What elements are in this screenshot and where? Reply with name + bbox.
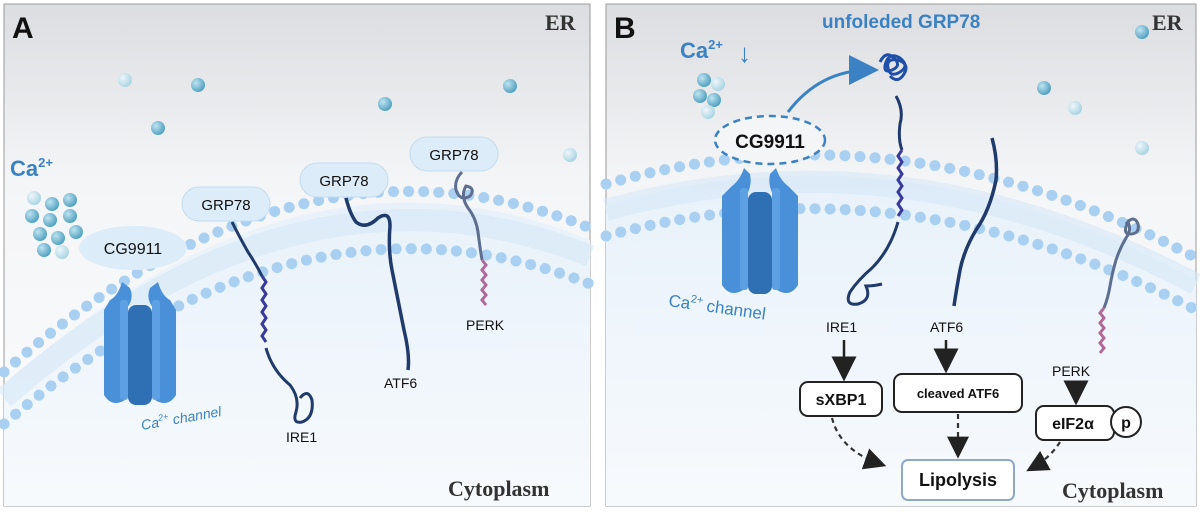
ca-ion-cluster-small — [693, 73, 725, 119]
eif2a-to-lipolysis-arrow — [1026, 441, 1061, 472]
grp78-bubble-atf6 — [299, 162, 389, 198]
panel-a: A ER Cytoplasm Ca2+ CG9911 — [0, 3, 596, 507]
ca-ion — [1068, 101, 1082, 115]
ire1-protein-b — [846, 221, 900, 306]
perk-label-b: PERK — [1052, 363, 1091, 379]
sxbp1-label: sXBP1 — [816, 392, 867, 409]
panel-a-membrane-inner — [0, 243, 596, 430]
cg9911-label: CG9911 — [104, 241, 163, 258]
panel-a-ca-label: Ca2+ — [10, 155, 53, 181]
phospho-circle — [1110, 406, 1142, 438]
atf6-label-b: ATF6 — [930, 319, 963, 335]
perk-helix — [480, 259, 488, 306]
ca-channel-b — [722, 168, 798, 294]
perk-helix-b — [1098, 307, 1106, 354]
panel-a-cytoplasm-label: Cytoplasm — [448, 476, 549, 501]
phospho-label: p — [1121, 415, 1131, 432]
panel-b-ca-label: Ca2+ — [680, 37, 723, 63]
ire1-protein — [264, 347, 314, 424]
atf6-protein-b — [952, 137, 999, 307]
grp78-label: GRP78 — [319, 173, 368, 190]
panel-b-cytoplasm-label: Cytoplasm — [1062, 478, 1163, 503]
ire1-helix-b — [896, 149, 904, 217]
grp78-bubble-ire1 — [181, 186, 271, 222]
grp78-label: GRP78 — [429, 147, 478, 164]
ca-ion — [118, 73, 132, 87]
ca-ion — [503, 79, 517, 93]
panel-a-membrane-outer — [0, 185, 596, 378]
perk-label: PERK — [466, 317, 505, 333]
ca-ion — [563, 148, 577, 162]
cg9911-label-b: CG9911 — [735, 132, 805, 153]
lipolysis-box — [901, 459, 1015, 501]
perk-protein — [454, 170, 484, 261]
ca-ion — [1135, 141, 1149, 155]
grp78-bubble-perk — [409, 136, 499, 172]
cleaved-atf6-box — [893, 373, 1023, 413]
grp78-label: GRP78 — [201, 197, 250, 214]
ire1-label-b: IRE1 — [826, 319, 857, 335]
ca-ion — [1037, 81, 1051, 95]
ca-channel — [104, 282, 176, 405]
ca-decrease-arrow: ↓ — [738, 38, 751, 68]
panel-a-er-label: ER — [545, 10, 577, 35]
panel-b: B ER Cytoplasm Ca2+ ↓ unfoleded GRP78 CG… — [600, 3, 1200, 507]
sxbp1-box — [799, 381, 883, 417]
cg9911-bubble — [79, 226, 187, 270]
ca-ion — [191, 78, 205, 92]
panel-a-letter: A — [12, 12, 34, 45]
unfolded-grp78-label: unfoleded GRP78 — [822, 12, 980, 33]
ca-ion-cluster — [25, 191, 83, 259]
cleaved-atf6-label: cleaved ATF6 — [917, 386, 999, 401]
ca-ion — [1135, 25, 1149, 39]
panel-b-letter: B — [614, 12, 636, 45]
atf6-label: ATF6 — [384, 375, 417, 391]
cg9911-dashed-bubble — [713, 114, 827, 166]
atf6-protein — [344, 197, 411, 371]
panel-b-er-label: ER — [1152, 10, 1184, 35]
panel-a-membrane-core — [0, 209, 595, 407]
panel-a-cytoplasm-region — [4, 202, 590, 506]
perk-protein-b — [1102, 217, 1140, 309]
unfolded-grp78-coil — [878, 53, 908, 81]
ire1-label: IRE1 — [286, 429, 317, 445]
unfolding-arrow — [786, 55, 879, 113]
lipolysis-label: Lipolysis — [919, 470, 997, 490]
eif2a-label: eIF2α — [1052, 416, 1094, 433]
ire1-helix — [260, 275, 268, 343]
ca-ion — [151, 121, 165, 135]
ca-ion — [378, 97, 392, 111]
